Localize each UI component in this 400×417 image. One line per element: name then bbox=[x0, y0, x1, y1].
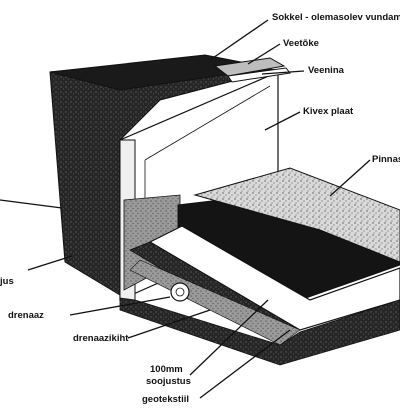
leader-sokkel bbox=[209, 19, 269, 61]
leader-justus bbox=[27, 255, 73, 271]
leader-left-top bbox=[0, 199, 63, 209]
label-pinnas: Pinnas bbox=[372, 154, 400, 165]
drip-edge bbox=[227, 67, 291, 83]
label-sokkel: Sokkel - olemasolev vundament bbox=[272, 12, 400, 23]
label-geotekstiil: geotekstiil bbox=[142, 394, 189, 405]
base-layer bbox=[119, 297, 400, 366]
label-justus: jus bbox=[0, 276, 14, 287]
label-veenina: Veenina bbox=[308, 65, 345, 76]
label-soojustus-1: 100mm bbox=[150, 364, 183, 375]
leader-veetoke bbox=[247, 43, 281, 65]
leader-geotekstiil bbox=[199, 329, 291, 399]
label-kivex: Kivex plaat bbox=[303, 106, 354, 117]
drain-pipe-inner bbox=[175, 287, 185, 297]
ground-surface bbox=[193, 167, 400, 263]
leader-drenaaz bbox=[69, 296, 171, 316]
label-veetoke: Veetõke bbox=[283, 38, 319, 49]
leader-soojustus bbox=[189, 299, 269, 376]
label-soojustus-2: soojustus bbox=[146, 376, 191, 387]
water-barrier bbox=[213, 57, 286, 77]
board-inner-line bbox=[144, 85, 271, 161]
leader-kivex bbox=[264, 111, 301, 131]
leader-pinnas bbox=[329, 159, 371, 197]
leader-drenaazikiht bbox=[127, 309, 211, 339]
label-drenaazikiht: drenaazikiht bbox=[73, 333, 129, 344]
leader-veenina bbox=[261, 70, 305, 75]
geotextile-layer bbox=[129, 259, 301, 346]
label-drenaaz: drenaaz bbox=[8, 310, 44, 321]
leader-lines bbox=[0, 19, 371, 399]
